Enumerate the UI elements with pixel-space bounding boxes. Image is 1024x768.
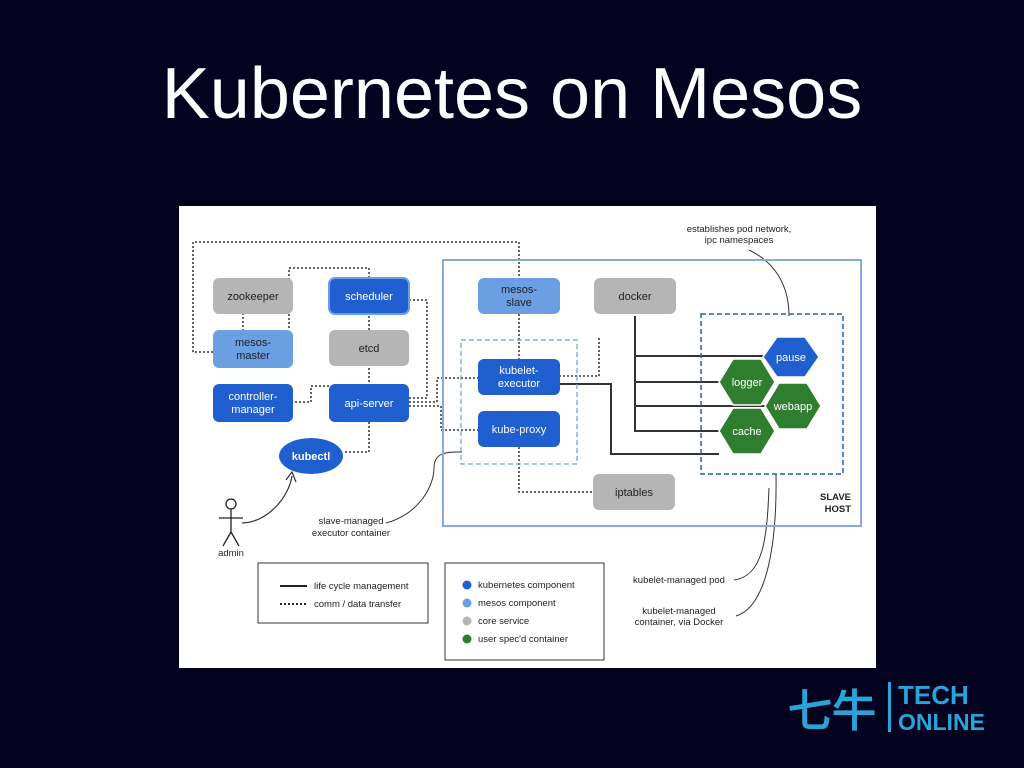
pause-container[interactable]: pause: [762, 336, 820, 378]
svg-text:slave: slave: [506, 297, 532, 309]
svg-text:logger: logger: [732, 377, 763, 389]
svg-text:kube-proxy: kube-proxy: [492, 424, 547, 436]
logger-container[interactable]: logger: [718, 358, 776, 406]
svg-text:etcd: etcd: [359, 343, 380, 355]
svg-text:kubectl: kubectl: [292, 451, 331, 463]
pod-network-note-1: establishes pod network,: [687, 224, 792, 235]
svg-text:mesos-: mesos-: [501, 284, 537, 296]
logo-mark: 七牛: [788, 686, 876, 736]
svg-text:cache: cache: [732, 426, 761, 438]
mesos-master-node[interactable]: mesos- master: [213, 330, 293, 368]
logo-line2: ONLINE: [898, 709, 985, 735]
slide-title: Kubernetes on Mesos: [161, 54, 863, 134]
svg-text:api-server: api-server: [345, 398, 394, 410]
kubectl-node[interactable]: kubectl: [279, 438, 343, 474]
svg-text:scheduler: scheduler: [345, 291, 393, 303]
svg-text:iptables: iptables: [615, 487, 653, 499]
legend-core-label: core service: [478, 616, 529, 627]
svg-text:manager: manager: [231, 404, 275, 416]
zookeeper-node[interactable]: zookeeper: [213, 278, 293, 314]
slave-host-label-2: HOST: [825, 504, 852, 515]
pod-network-note-2: ipc namespaces: [705, 235, 774, 246]
controller-manager-node[interactable]: controller- manager: [213, 384, 293, 422]
logo-line1: TECH: [898, 680, 969, 710]
kubelet-pod-note: kubelet-managed pod: [633, 575, 725, 586]
legend-container-label: user spec'd container: [478, 634, 568, 645]
kube-proxy-node[interactable]: kube-proxy: [478, 411, 560, 447]
tech-online-logo: 七牛 TECH ONLINE: [786, 678, 996, 737]
svg-text:docker: docker: [618, 291, 651, 303]
architecture-diagram: SLAVE HOST zookeeper scheduler etcd meso…: [179, 206, 876, 668]
slave-host-label-1: SLAVE: [820, 492, 851, 503]
scheduler-node[interactable]: scheduler: [328, 277, 410, 315]
diagram-edges: [192, 241, 790, 617]
etcd-node[interactable]: etcd: [329, 330, 409, 366]
kubelet-executor-node[interactable]: kubelet- executor: [478, 359, 560, 395]
cache-container[interactable]: cache: [718, 407, 776, 455]
slave-managed-note-1: slave-managed: [319, 516, 384, 527]
docker-node[interactable]: docker: [594, 278, 676, 314]
executor-container-group: [460, 339, 578, 465]
svg-text:master: master: [236, 350, 270, 362]
legend-kubernetes-label: kubernetes component: [478, 580, 575, 591]
legend-mesos-label: mesos component: [478, 598, 556, 609]
svg-text:mesos-: mesos-: [235, 337, 271, 349]
svg-text:controller-: controller-: [229, 391, 278, 403]
svg-text:webapp: webapp: [773, 401, 813, 413]
svg-text:zookeeper: zookeeper: [227, 291, 279, 303]
line-legend: life cycle management comm / data transf…: [257, 562, 429, 624]
kubelet-container-note-2: container, via Docker: [635, 617, 724, 628]
iptables-node[interactable]: iptables: [593, 474, 675, 510]
slave-host-boundary: [442, 259, 862, 527]
api-server-node[interactable]: api-server: [329, 384, 409, 422]
legend-comm-label: comm / data transfer: [314, 599, 401, 610]
legend-lifecycle-label: life cycle management: [314, 581, 409, 592]
pod-group: [700, 313, 844, 475]
admin-user-icon: [219, 498, 243, 547]
mesos-slave-node[interactable]: mesos- slave: [478, 278, 560, 314]
logo-divider: [888, 682, 891, 732]
color-legend: kubernetes component mesos component cor…: [444, 562, 605, 661]
kubelet-container-note-1: kubelet-managed: [642, 606, 715, 617]
slave-managed-note-2: executor container: [312, 528, 390, 539]
svg-text:kubelet-: kubelet-: [499, 365, 538, 377]
admin-label: admin: [218, 548, 244, 559]
webapp-container[interactable]: webapp: [764, 382, 822, 430]
svg-text:pause: pause: [776, 352, 806, 364]
svg-text:executor: executor: [498, 378, 541, 390]
